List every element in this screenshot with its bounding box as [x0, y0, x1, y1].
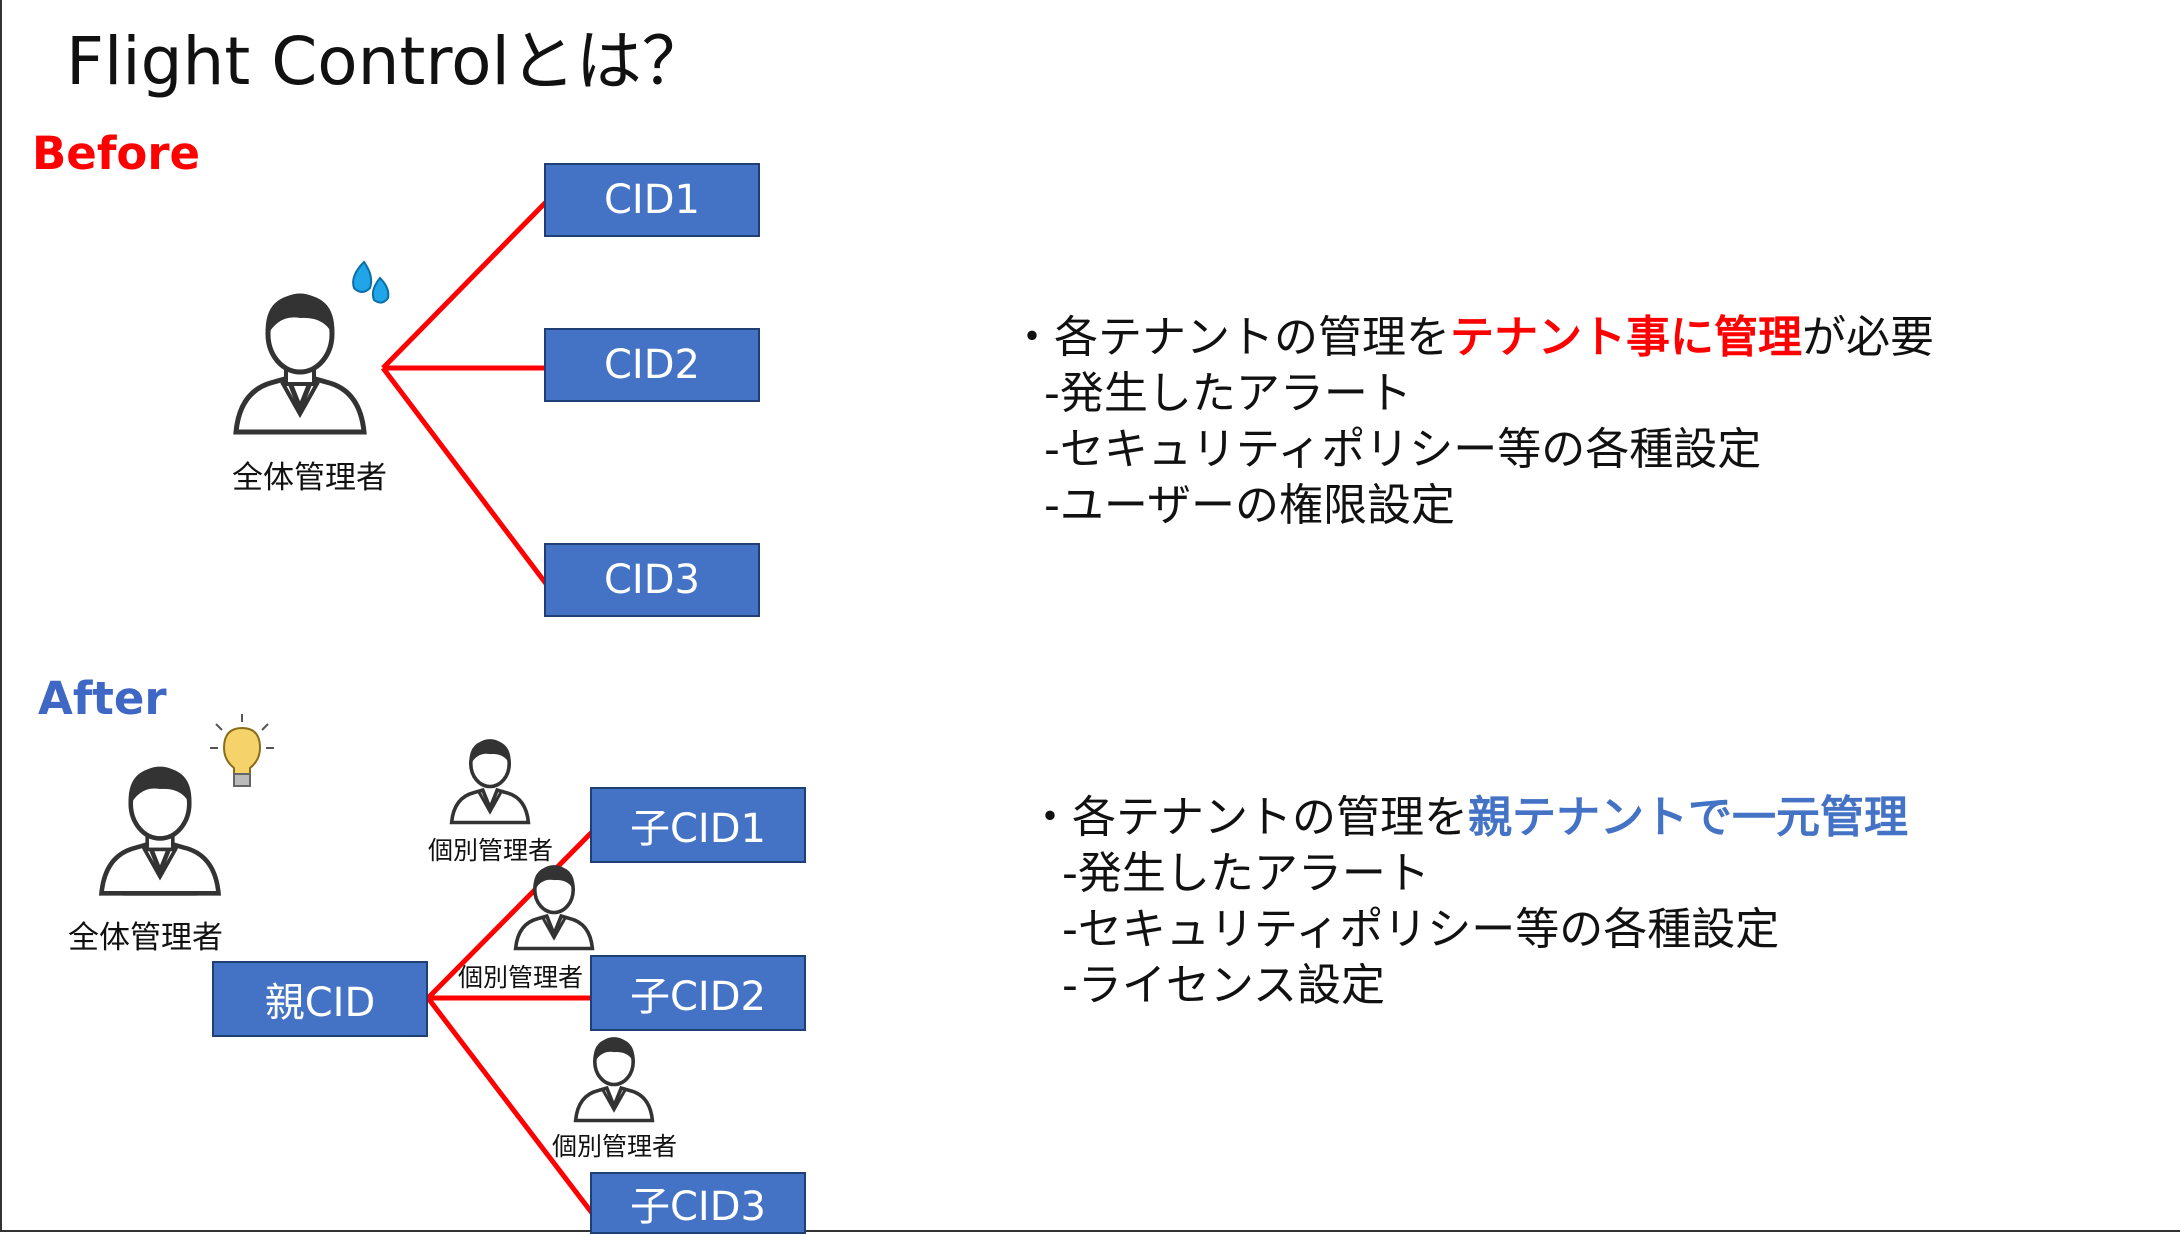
sweat-drops-icon [352, 260, 390, 304]
before-lead-prefix: ・各テナントの管理を [1010, 312, 1450, 363]
before-bullet-item: -セキュリティポリシー等の各種設定 [1044, 424, 1762, 475]
before-bullet-item: -ユーザーの権限設定 [1044, 480, 1455, 531]
before-lead-highlight: テナント事に管理 [1450, 312, 1802, 363]
sub-admin-label-1: 個別管理者 [428, 836, 554, 865]
after-lead-highlight: 親テナントで一元管理 [1468, 792, 1908, 843]
before-label: Before [32, 127, 201, 180]
before-admin-label: 全体管理者 [232, 460, 387, 496]
before-bullet-lead: ・各テナントの管理をテナント事に管理が必要 [1010, 310, 1934, 366]
sub-admin-label-2: 個別管理者 [458, 963, 584, 992]
after-lead-prefix: ・各テナントの管理を [1028, 792, 1468, 843]
before-lead-suffix: が必要 [1802, 312, 1934, 363]
person-icon [513, 865, 595, 951]
before-line-cid1 [381, 199, 549, 370]
sub-admin-label-3: 個別管理者 [552, 1132, 678, 1161]
after-bullets: ・各テナントの管理を親テナントで一元管理 -発生したアラート -セキュリティポリ… [1028, 790, 1908, 1014]
after-bullet-item: -セキュリティポリシー等の各種設定 [1062, 904, 1780, 955]
page-title: Flight Controlとは？ [66, 23, 708, 100]
child-cid1-box: 子CID1 [590, 787, 806, 863]
person-icon [573, 1037, 655, 1123]
parent-cid-box: 親CID [212, 961, 428, 1037]
child-cid2-box: 子CID2 [590, 955, 806, 1031]
before-cid1-box: CID1 [544, 163, 760, 237]
person-icon [233, 293, 367, 435]
before-cid2-box: CID2 [544, 328, 760, 402]
after-admin-label: 全体管理者 [68, 920, 223, 956]
after-bullet-item: -ライセンス設定 [1062, 960, 1385, 1011]
after-line-child1 [426, 830, 594, 1000]
before-line-cid3 [381, 366, 549, 587]
after-label: After [38, 672, 167, 725]
after-bullet-item: -発生したアラート [1062, 848, 1430, 899]
before-bullet-item: -発生したアラート [1044, 368, 1412, 419]
child-cid3-box: 子CID3 [590, 1172, 806, 1234]
before-cid3-box: CID3 [544, 543, 760, 617]
after-line-child3 [426, 996, 594, 1215]
after-bullet-lead: ・各テナントの管理を親テナントで一元管理 [1028, 790, 1908, 846]
before-bullets: ・各テナントの管理をテナント事に管理が必要 -発生したアラート -セキュリティポ… [1010, 310, 1934, 534]
light-bulb-icon [210, 714, 274, 787]
person-icon [98, 766, 222, 896]
person-icon [449, 739, 531, 825]
